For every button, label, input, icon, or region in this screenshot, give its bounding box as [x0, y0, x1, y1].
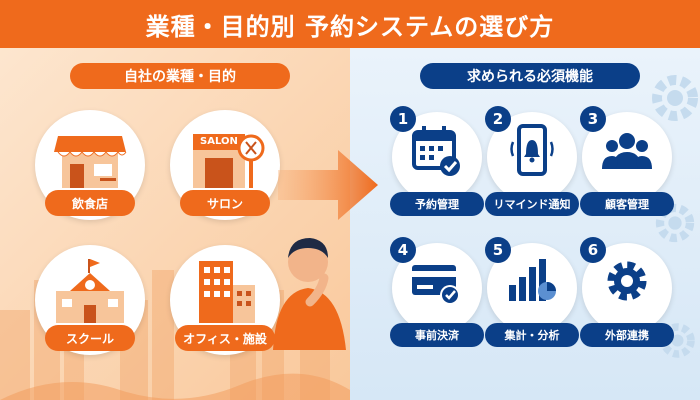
arrow-right-icon — [278, 150, 378, 220]
business-type-heading: 自社の業種・目的 — [70, 63, 290, 89]
feature-number: 5 — [485, 237, 511, 263]
feature-number: 1 — [390, 106, 416, 132]
category-label: オフィス・施設 — [175, 325, 275, 351]
category-office: オフィス・施設 — [170, 245, 280, 355]
page-title: 業種・目的別 予約システムの選び方 — [145, 12, 555, 41]
category-restaurant: 飲食店 — [35, 110, 145, 220]
feature-5: 5 集計・分析 — [485, 237, 579, 347]
required-features-heading: 求められる必須機能 — [420, 63, 640, 89]
salon-icon — [193, 134, 265, 188]
category-label: スクール — [45, 325, 135, 351]
calendar-check-icon — [412, 126, 460, 176]
phone-bell-icon — [510, 124, 554, 176]
feature-label: 顧客管理 — [580, 192, 674, 216]
category-label: サロン — [180, 190, 270, 216]
gear-icon — [607, 261, 647, 301]
feature-number: 3 — [580, 106, 606, 132]
feature-2: 2 リマインド通知 — [485, 106, 579, 216]
right-panel — [350, 48, 700, 400]
title-banner: 業種・目的別 予約システムの選び方 — [0, 0, 700, 48]
category-school: スクール — [35, 245, 145, 355]
feature-label: 予約管理 — [390, 192, 484, 216]
bar-chart-icon — [509, 259, 556, 301]
thinking-person-icon — [273, 238, 346, 350]
feature-4: 4 事前決済 — [390, 237, 484, 347]
category-salon: SALON サロン — [170, 110, 280, 220]
feature-3: 3 顧客管理 — [580, 106, 674, 216]
feature-1: 1 予約管理 — [390, 106, 484, 216]
feature-label: 外部連携 — [580, 323, 674, 347]
category-label: 飲食店 — [45, 190, 135, 216]
office-icon — [199, 261, 255, 323]
salon-sign-text: SALON — [200, 136, 238, 147]
feature-number: 6 — [580, 237, 606, 263]
background-gear-icon — [655, 203, 695, 243]
feature-number: 4 — [390, 237, 416, 263]
background-gear-icon — [652, 75, 698, 121]
school-icon — [56, 259, 124, 323]
feature-6: 6 外部連携 — [580, 237, 674, 347]
feature-label: 集計・分析 — [485, 323, 579, 347]
feature-label: リマインド通知 — [485, 192, 579, 216]
feature-number: 2 — [485, 106, 511, 132]
feature-label: 事前決済 — [390, 323, 484, 347]
restaurant-icon — [54, 136, 127, 188]
credit-card-icon — [412, 265, 460, 305]
people-icon — [602, 133, 652, 169]
